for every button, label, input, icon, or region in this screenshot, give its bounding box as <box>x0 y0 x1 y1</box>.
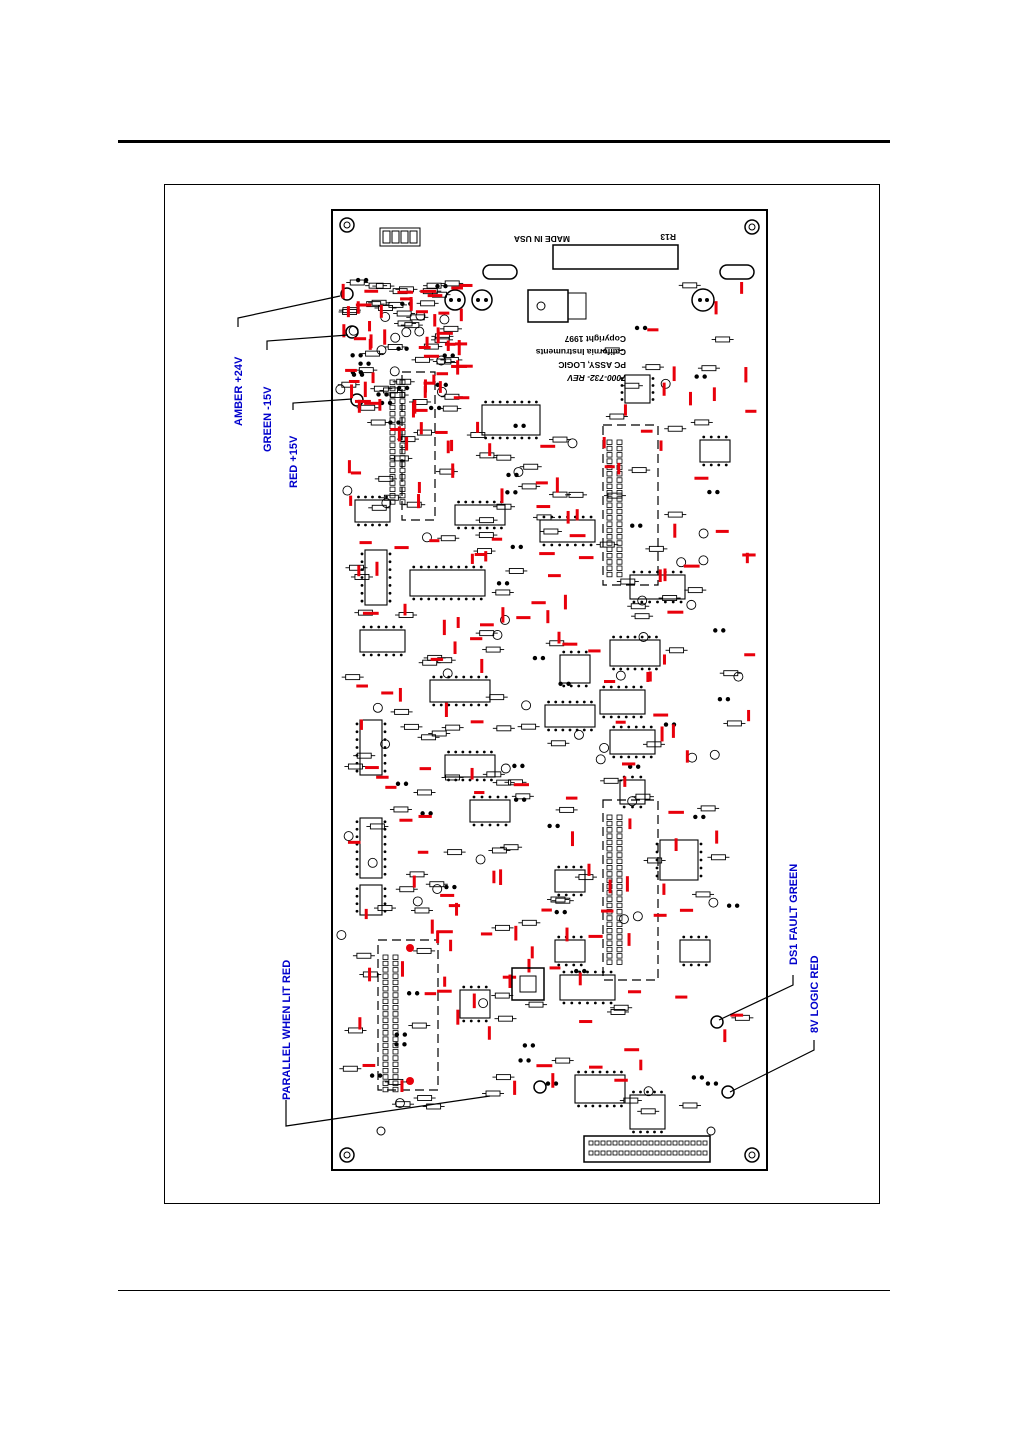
mounting-hole-icon <box>339 1147 355 1163</box>
callout-amber: AMBER +24V <box>233 356 245 426</box>
callout-logic: 8V LOGIC RED <box>809 955 821 1033</box>
resistor-r13 <box>552 244 679 270</box>
capacitor-c89 <box>691 288 715 312</box>
rev-label: 7000-732- REV <box>566 373 626 383</box>
company-label: California Instruments <box>536 347 626 357</box>
connector-outline <box>602 424 659 586</box>
footer-rule <box>118 1290 890 1291</box>
leader-logic <box>729 1040 815 1093</box>
leader-ds1 <box>718 975 794 1021</box>
capacitor-l2 <box>471 289 493 311</box>
pcb-outline <box>331 209 768 1171</box>
assy-label: PC ASSY, LOGIC <box>558 360 626 370</box>
regulator-q7 <box>527 289 587 323</box>
refdes-labels <box>341 281 757 1095</box>
board-slot <box>482 264 518 280</box>
led-icon <box>345 325 359 339</box>
callout-parallel: PARALLEL WHEN LIT RED <box>281 960 293 1100</box>
callout-ds1: DS1 FAULT GREEN <box>788 864 800 965</box>
jumper-block <box>379 227 421 247</box>
connector-outline <box>401 371 436 521</box>
red-pad <box>406 1077 414 1085</box>
leader-amber <box>237 295 341 327</box>
led-icon <box>340 287 354 301</box>
callout-red: RED +15V <box>288 435 300 488</box>
ribbon-connector-j1 <box>583 1135 711 1163</box>
transformer-t1 <box>511 967 545 1001</box>
capacitor-l5 <box>444 289 466 311</box>
led-icon <box>710 1015 724 1029</box>
r13-label: R13 <box>660 232 676 242</box>
passive-components <box>335 277 754 1115</box>
pin-header-group <box>382 379 623 1093</box>
board-slot <box>719 264 755 280</box>
red-pad <box>406 944 414 952</box>
header-rule <box>118 140 890 143</box>
mounting-hole-icon <box>376 1126 716 1136</box>
led-icon <box>721 1085 735 1099</box>
copyright-label: Copyright 1997 <box>564 334 626 344</box>
connector-outline <box>602 799 659 981</box>
leader-red <box>292 398 353 410</box>
ic-package-icon <box>354 374 731 1134</box>
leader-green <box>266 334 349 350</box>
mounting-hole-icon <box>339 217 355 233</box>
callout-green: GREEN -15V <box>262 386 274 452</box>
mounting-hole-icon <box>744 219 760 235</box>
figure-frame <box>164 184 880 1204</box>
made-in-label: MADE IN USA <box>514 234 570 244</box>
mounting-hole-icon <box>744 1147 760 1163</box>
connector-outline <box>377 939 439 1091</box>
leader-parallel <box>285 1095 491 1127</box>
led-icon <box>533 1080 547 1094</box>
